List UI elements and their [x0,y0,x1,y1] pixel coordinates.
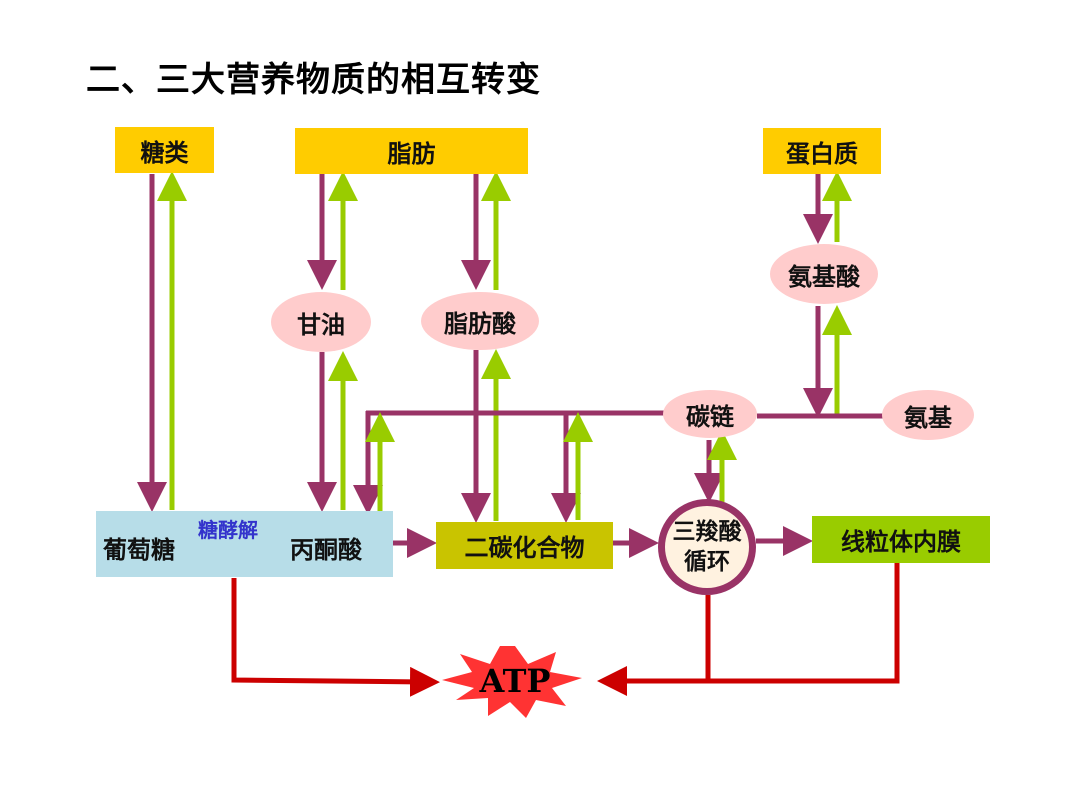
node-carbon-chain: 碳链 [663,390,757,438]
node-tca-cycle: 三羧酸 循环 [658,499,756,595]
arrow-glycolysis-to-atp [231,578,440,697]
node-amino-group: 氨基 [882,390,974,440]
glycolysis-label: 糖酵解 [198,518,258,542]
tca-label-line1: 三羧酸 [672,518,742,545]
node-two-carbon: 二碳化合物 [436,522,613,569]
tca-label-line2: 循环 [684,548,730,575]
page-title: 二、三大营养物质的相互转变 [86,60,541,100]
node-glycerol: 甘油 [271,292,371,352]
node-inner-membrane: 线粒体内膜 [812,516,990,563]
node-fatty-acid: 脂肪酸 [421,292,539,350]
node-pyruvate: 丙酮酸 [290,535,362,564]
node-amino-acid: 氨基酸 [770,244,878,304]
node-glucose: 葡萄糖 [103,535,175,564]
node-protein: 蛋白质 [763,128,881,174]
node-atp: ATP [479,662,551,700]
glycolysis-box [96,511,393,577]
node-sugar: 糖类 [115,127,214,173]
node-fat: 脂肪 [295,128,528,174]
arrow-membrane-to-atp [597,562,900,696]
atp-star-shape [442,646,582,718]
